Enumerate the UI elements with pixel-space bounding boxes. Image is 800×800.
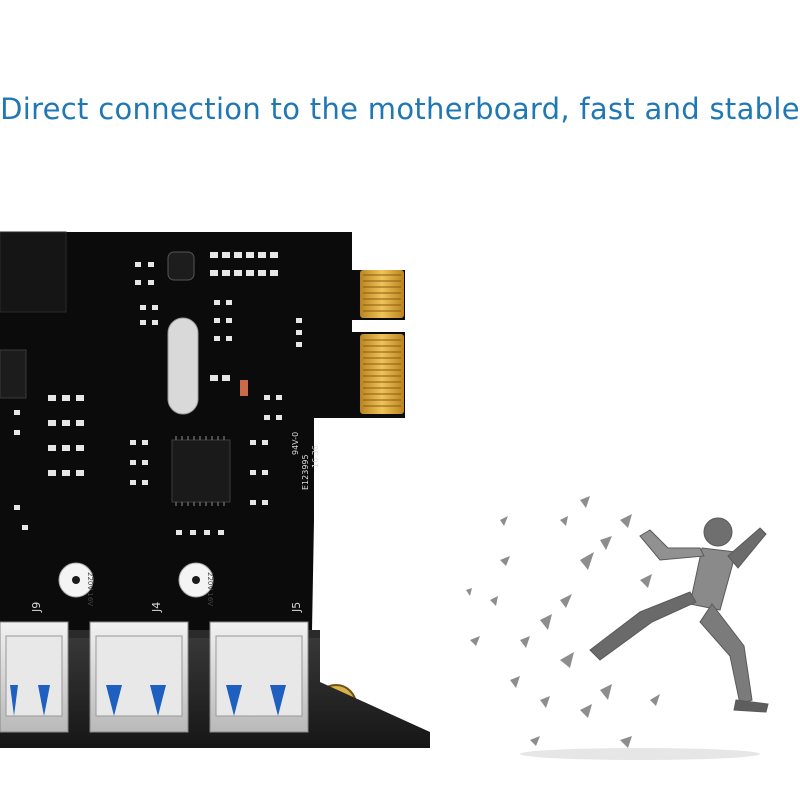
silk-1636: 16 36 [311,445,320,468]
capacitor-label-right: 220V 16V [206,572,214,606]
pcie-gold-contacts [360,270,404,414]
port-label-j4: J4 [150,602,163,613]
smd-components [14,252,302,535]
capacitor-right [178,562,214,598]
usb3-port-2 [89,621,189,733]
pcb-edge [352,320,405,332]
headline: Direct connection to the motherboard, fa… [0,92,800,126]
pcie-card: 220V 16V 220V 16V J9 J4 J5 94V-0 E123995… [0,231,430,748]
crystal-oscillator [167,317,199,415]
capacitor-label-left: 220V 16V [86,572,94,606]
silk-e123995: E123995 [301,454,310,490]
silk-94v0: 94V-0 [291,432,300,455]
running-man-figure [589,517,769,713]
pcb-body [0,232,405,630]
controller-chip [171,439,231,503]
port-label-j5: J5 [290,602,303,613]
power-connector [0,231,67,313]
capacitor-left [58,562,94,598]
usb3-port-1 [0,621,69,733]
shatter-fragments [466,496,660,748]
port-label-j9: J9 [30,602,43,613]
usb3-port-3 [209,621,309,733]
